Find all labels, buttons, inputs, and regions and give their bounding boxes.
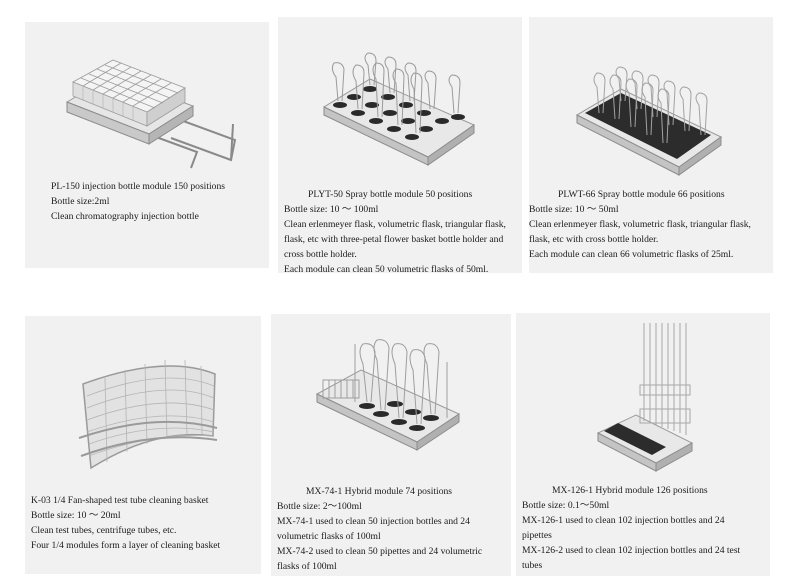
mx74-product-image — [315, 339, 461, 451]
module-title: MX-74-1 Hybrid module 74 positions — [306, 486, 453, 497]
module-detail: MX-74-1 used to clean 50 injection bottl… — [277, 516, 470, 527]
module-detail: Clean chromatography injection bottle — [51, 211, 199, 222]
module-detail: MX-126-1 used to clean 102 injection bot… — [522, 515, 725, 526]
module-detail: Bottle size: 10 ～ 20ml — [31, 510, 121, 521]
mx126-description: MX-126-1 Hybrid module 126 positions Bot… — [522, 483, 740, 573]
plwt66-description: PLWT-66 Spray bottle module 66 positions… — [529, 187, 751, 262]
module-detail: Clean erlenmeyer flask, volumetric flask… — [529, 219, 751, 230]
k03-product-image — [78, 359, 218, 470]
module-detail: Clean erlenmeyer flask, volumetric flask… — [284, 219, 506, 230]
mx74-description: MX-74-1 Hybrid module 74 positions Bottl… — [277, 484, 482, 574]
plwt66-product-image — [575, 66, 722, 176]
module-detail: Clean test tubes, centrifuge tubes, etc. — [31, 525, 177, 536]
module-detail: Bottle size:2ml — [51, 196, 110, 207]
k03-description: K-03 1/4 Fan-shaped test tube cleaning b… — [31, 493, 220, 553]
plyt50-product-image — [322, 52, 476, 166]
module-detail: pipettes — [522, 530, 552, 541]
pl150-description: PL-150 injection bottle module 150 posit… — [51, 179, 225, 224]
module-title: PL-150 injection bottle module 150 posit… — [51, 181, 226, 192]
module-detail: MX-126-2 used to clean 102 injection bot… — [522, 545, 741, 556]
module-card-plwt66: PLWT-66 Spray bottle module 66 positions… — [529, 17, 773, 273]
module-detail: Bottle size: 10 ～ 50ml — [529, 204, 619, 215]
module-detail: Each module can clean 66 volumetric flas… — [529, 249, 734, 260]
module-detail: volumetric flasks of 100ml — [277, 531, 381, 542]
module-detail: cross bottle holder. — [284, 249, 357, 260]
module-detail: flask, etc with three-petal flower baske… — [284, 234, 504, 245]
pl150-product-image — [65, 59, 237, 169]
module-card-plyt50: PLYT-50 Spray bottle module 50 positions… — [278, 17, 522, 273]
module-card-pl150: PL-150 injection bottle module 150 posit… — [25, 22, 269, 268]
module-title: K-03 1/4 Fan-shaped test tube cleaning b… — [31, 495, 209, 506]
module-card-mx74: MX-74-1 Hybrid module 74 positions Bottl… — [271, 314, 511, 576]
mx126-product-image — [596, 323, 694, 472]
module-title: MX-126-1 Hybrid module 126 positions — [552, 485, 708, 496]
module-detail: Four 1/4 modules form a layer of cleanin… — [31, 540, 221, 551]
module-detail: Bottle size: 0.1～50ml — [522, 500, 610, 511]
module-card-mx126: MX-126-1 Hybrid module 126 positions Bot… — [516, 313, 770, 576]
module-detail: MX-74-2 used to clean 50 pipettes and 24… — [277, 546, 483, 557]
module-card-k03: K-03 1/4 Fan-shaped test tube cleaning b… — [25, 316, 261, 574]
module-detail: flask, etc with cross bottle holder. — [529, 234, 659, 245]
module-detail: Bottle size: 10 ～ 100ml — [284, 204, 379, 215]
module-detail: Each module can clean 50 volumetric flas… — [284, 264, 489, 273]
module-title: PLWT-66 Spray bottle module 66 positions — [558, 189, 725, 200]
module-detail: flasks of 100ml — [277, 561, 337, 572]
module-detail: Bottle size: 2～100ml — [277, 501, 362, 512]
plyt50-description: PLYT-50 Spray bottle module 50 positions… — [284, 187, 506, 273]
module-title: PLYT-50 Spray bottle module 50 positions — [308, 189, 473, 200]
module-detail: tubes — [522, 560, 543, 571]
